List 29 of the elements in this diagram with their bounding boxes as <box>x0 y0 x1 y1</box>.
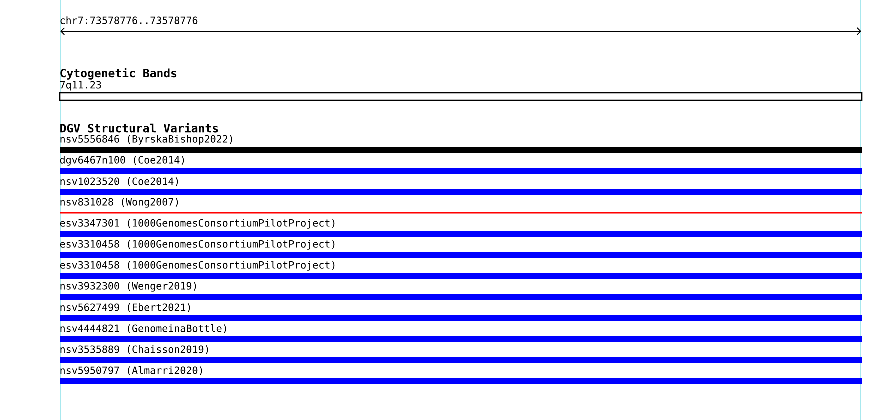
feature-bar <box>60 294 862 300</box>
feature-label: nsv831028 (Wong2007) <box>60 198 178 208</box>
feature-bar <box>60 315 862 321</box>
feature-bar <box>60 252 862 258</box>
coordinate-label: chr7:73578776..73578776 <box>60 16 198 24</box>
band-box <box>59 92 863 102</box>
feature-label: nsv1023520 (Coe2014) <box>60 178 178 186</box>
feature-bar <box>60 378 862 384</box>
feature-label: nsv3535889 (Chaisson2019) <box>60 346 208 354</box>
feature-label: nsv3932300 (Wenger2019) <box>60 282 196 292</box>
feature-label: nsv5950797 (Almarri2020) <box>60 366 202 376</box>
feature-bar <box>60 147 862 153</box>
feature-bar <box>60 231 862 237</box>
feature-label: esv3310458 (1000GenomesConsortiumPilotProject) <box>60 261 335 271</box>
feature-label: dgv6467n100 (Coe2014) <box>60 156 184 166</box>
band-label: 7q11.23 <box>60 81 102 91</box>
feature-label: esv3347301 (1000GenomesConsortiumPilotProject) <box>60 219 335 229</box>
feature-label: nsv5556846 (ByrskaBishop2022) <box>60 135 232 145</box>
feature-label: esv3310458 (1000GenomesConsortiumPilotProject) <box>60 240 335 250</box>
feature-line <box>60 212 862 214</box>
feature-bar <box>60 168 862 174</box>
feature-bar <box>60 273 862 279</box>
feature-bar <box>60 336 862 342</box>
track-heading: Cytogenetic Bands <box>60 68 177 80</box>
feature-label: nsv5627499 (Ebert2021) <box>60 304 190 312</box>
track-heading: DGV Structural Variants <box>60 123 218 133</box>
feature-bar <box>60 189 862 195</box>
feature-label: nsv4444821 (GenomeinaBottle) <box>60 324 226 334</box>
feature-bar <box>60 357 862 363</box>
